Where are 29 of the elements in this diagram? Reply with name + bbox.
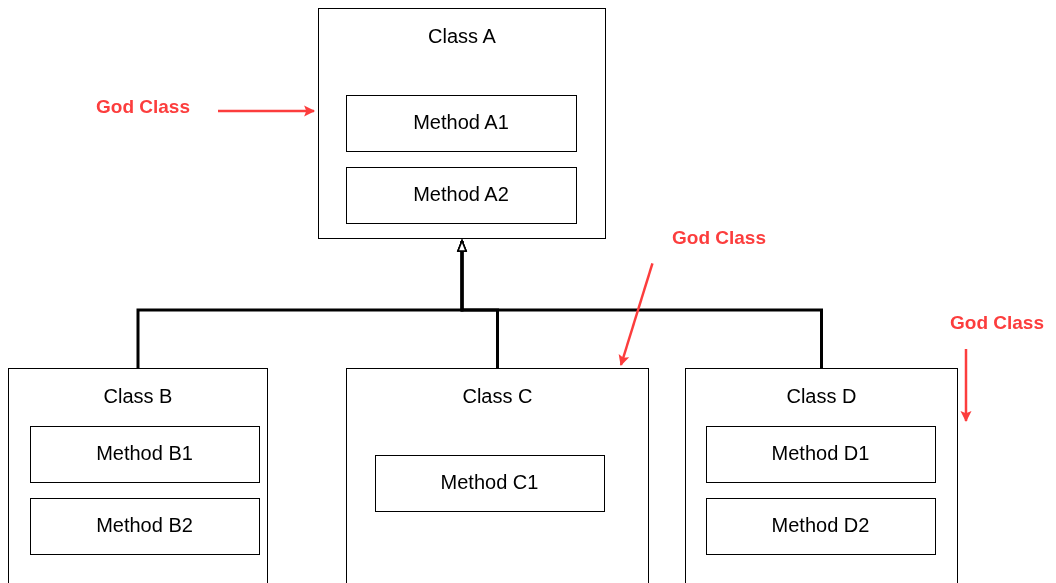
method-name: Method A2 [412, 182, 510, 206]
method-box [374, 454, 605, 512]
method-name: Method A1 [412, 110, 510, 134]
method-name: Method D2 [770, 513, 871, 537]
inheritance-arrow [457, 240, 823, 368]
class-box [318, 8, 606, 239]
class-name: Class C [461, 385, 534, 408]
method-box [345, 94, 577, 152]
callout-arrow [960, 349, 972, 423]
class-name: Class A [427, 25, 497, 48]
class-name: Class D [785, 385, 858, 408]
callout-label: God Class [949, 312, 1045, 334]
callout-arrow [618, 263, 654, 367]
class-box [685, 368, 958, 583]
method-name: Method B1 [95, 441, 194, 465]
class-box [8, 368, 268, 583]
callout-arrow [218, 105, 316, 117]
class-box [346, 368, 649, 583]
callout-label: God Class [671, 227, 767, 249]
method-box [705, 425, 936, 483]
method-name: Method B2 [95, 513, 194, 537]
method-box [345, 166, 577, 224]
method-name: Method C1 [439, 470, 540, 494]
method-box [705, 497, 936, 555]
method-box [29, 425, 260, 483]
method-box [29, 497, 260, 555]
method-name: Method D1 [770, 441, 871, 465]
callout-label: God Class [95, 96, 191, 118]
class-name: Class B [102, 385, 174, 408]
